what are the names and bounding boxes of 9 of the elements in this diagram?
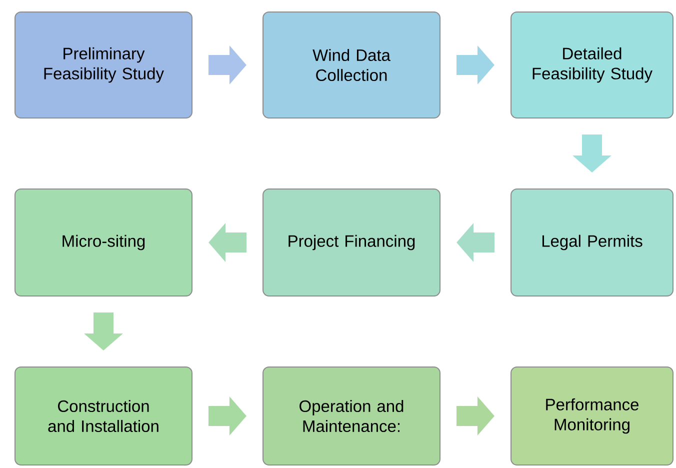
process-box: Construction and Installation — [14, 366, 192, 466]
process-box: Legal Permits — [510, 188, 674, 296]
process-box: Preliminary Feasibility Study — [14, 12, 192, 118]
process-box: Detailed Feasibility Study — [510, 12, 674, 118]
process-box: Micro-siting — [14, 188, 192, 296]
process-box: Operation and Maintenance: — [262, 366, 440, 466]
process-box: Wind Data Collection — [262, 12, 440, 118]
process-box: Performance Monitoring — [510, 366, 674, 466]
process-box: Project Financing — [262, 188, 440, 296]
